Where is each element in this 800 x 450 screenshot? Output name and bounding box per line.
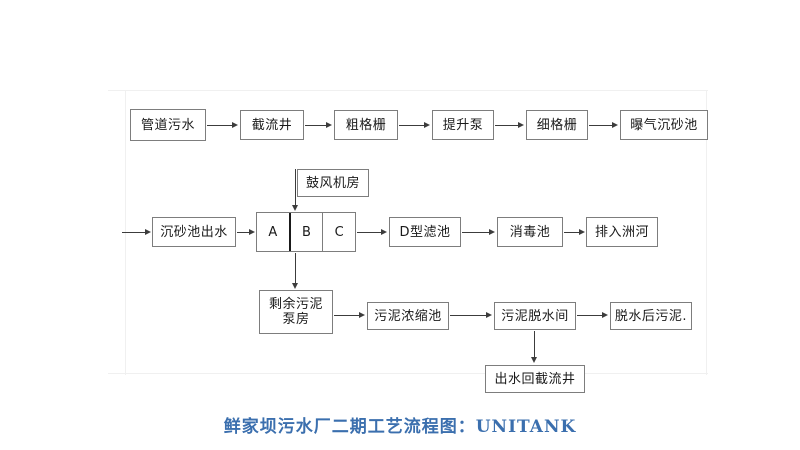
node-dried-sludge[interactable]: 脱水后污泥. [610,302,692,330]
arrow-r2-2 [381,228,387,235]
connector-r2-2 [357,232,382,233]
node-thickener[interactable]: 污泥浓缩池 [367,302,449,330]
arrow-r2-inlet [145,228,151,235]
arrow-r3-1 [359,311,365,318]
unitank-cell-a[interactable]: A [268,224,278,240]
arrow-r1-3 [424,121,430,128]
connector-r2-3 [462,232,490,233]
node-return-water[interactable]: 出水回截流井 [485,365,585,393]
arrow-r1-1 [232,121,238,128]
node-sludge-pump[interactable]: 剩余污泥 泵房 [259,290,333,334]
connector-r3-3 [577,315,603,316]
diagram-caption: 鲜家坝污水厂二期工艺流程图：UNITANK [223,417,577,437]
arrow-r3-3 [602,311,608,318]
arrow-r2-1 [249,228,255,235]
connector-dewatering-to-return [534,331,535,359]
connector-r1-1 [207,125,233,126]
arrow-r2-4 [579,228,585,235]
arrow-r1-5 [612,121,618,128]
node-pipe-sewage[interactable]: 管道污水 [130,109,206,141]
node-fine-screen[interactable]: 细格栅 [526,110,588,140]
connector-r1-5 [589,125,613,126]
arrow-r3-2 [486,311,492,318]
connector-blower-down [295,169,296,207]
node-disinfection[interactable]: 消毒池 [497,217,563,247]
page-guide-bottom [108,373,708,374]
arrow-dewatering-to-return [530,357,537,363]
node-lift-pump[interactable]: 提升泵 [432,110,494,140]
unitank-cell-c[interactable]: C [322,213,355,251]
arrow-r1-4 [518,121,524,128]
page-guide-top [108,90,708,91]
node-unitank-reactor[interactable]: A B C [256,212,356,252]
unitank-cell-b[interactable]: B [288,213,323,251]
connector-r1-3 [399,125,425,126]
arrow-r2-3 [489,228,495,235]
node-coarse-screen[interactable]: 粗格栅 [334,110,398,140]
node-dewatering[interactable]: 污泥脱水间 [494,302,576,330]
node-blower-room[interactable]: 鼓风机房 [297,169,369,197]
connector-r3-1 [334,315,360,316]
connector-r1-2 [305,125,327,126]
connector-r2-inlet [122,232,146,233]
node-discharge[interactable]: 排入洲河 [586,217,658,247]
node-aerated-grit[interactable]: 曝气沉砂池 [620,110,708,140]
connector-r1-4 [495,125,519,126]
connector-r2-1 [237,232,250,233]
page-guide-right [706,90,707,375]
arrow-r1-2 [326,121,332,128]
connector-r2-4 [564,232,580,233]
node-interceptor[interactable]: 截流井 [240,110,304,140]
connector-r3-2 [450,315,487,316]
node-d-filter[interactable]: D型滤池 [389,217,461,247]
arrow-blower-down [291,205,298,211]
connector-unitank-to-sludge [295,253,296,285]
node-grit-effluent[interactable]: 沉砂池出水 [152,217,236,247]
arrow-unitank-to-sludge [291,283,298,289]
